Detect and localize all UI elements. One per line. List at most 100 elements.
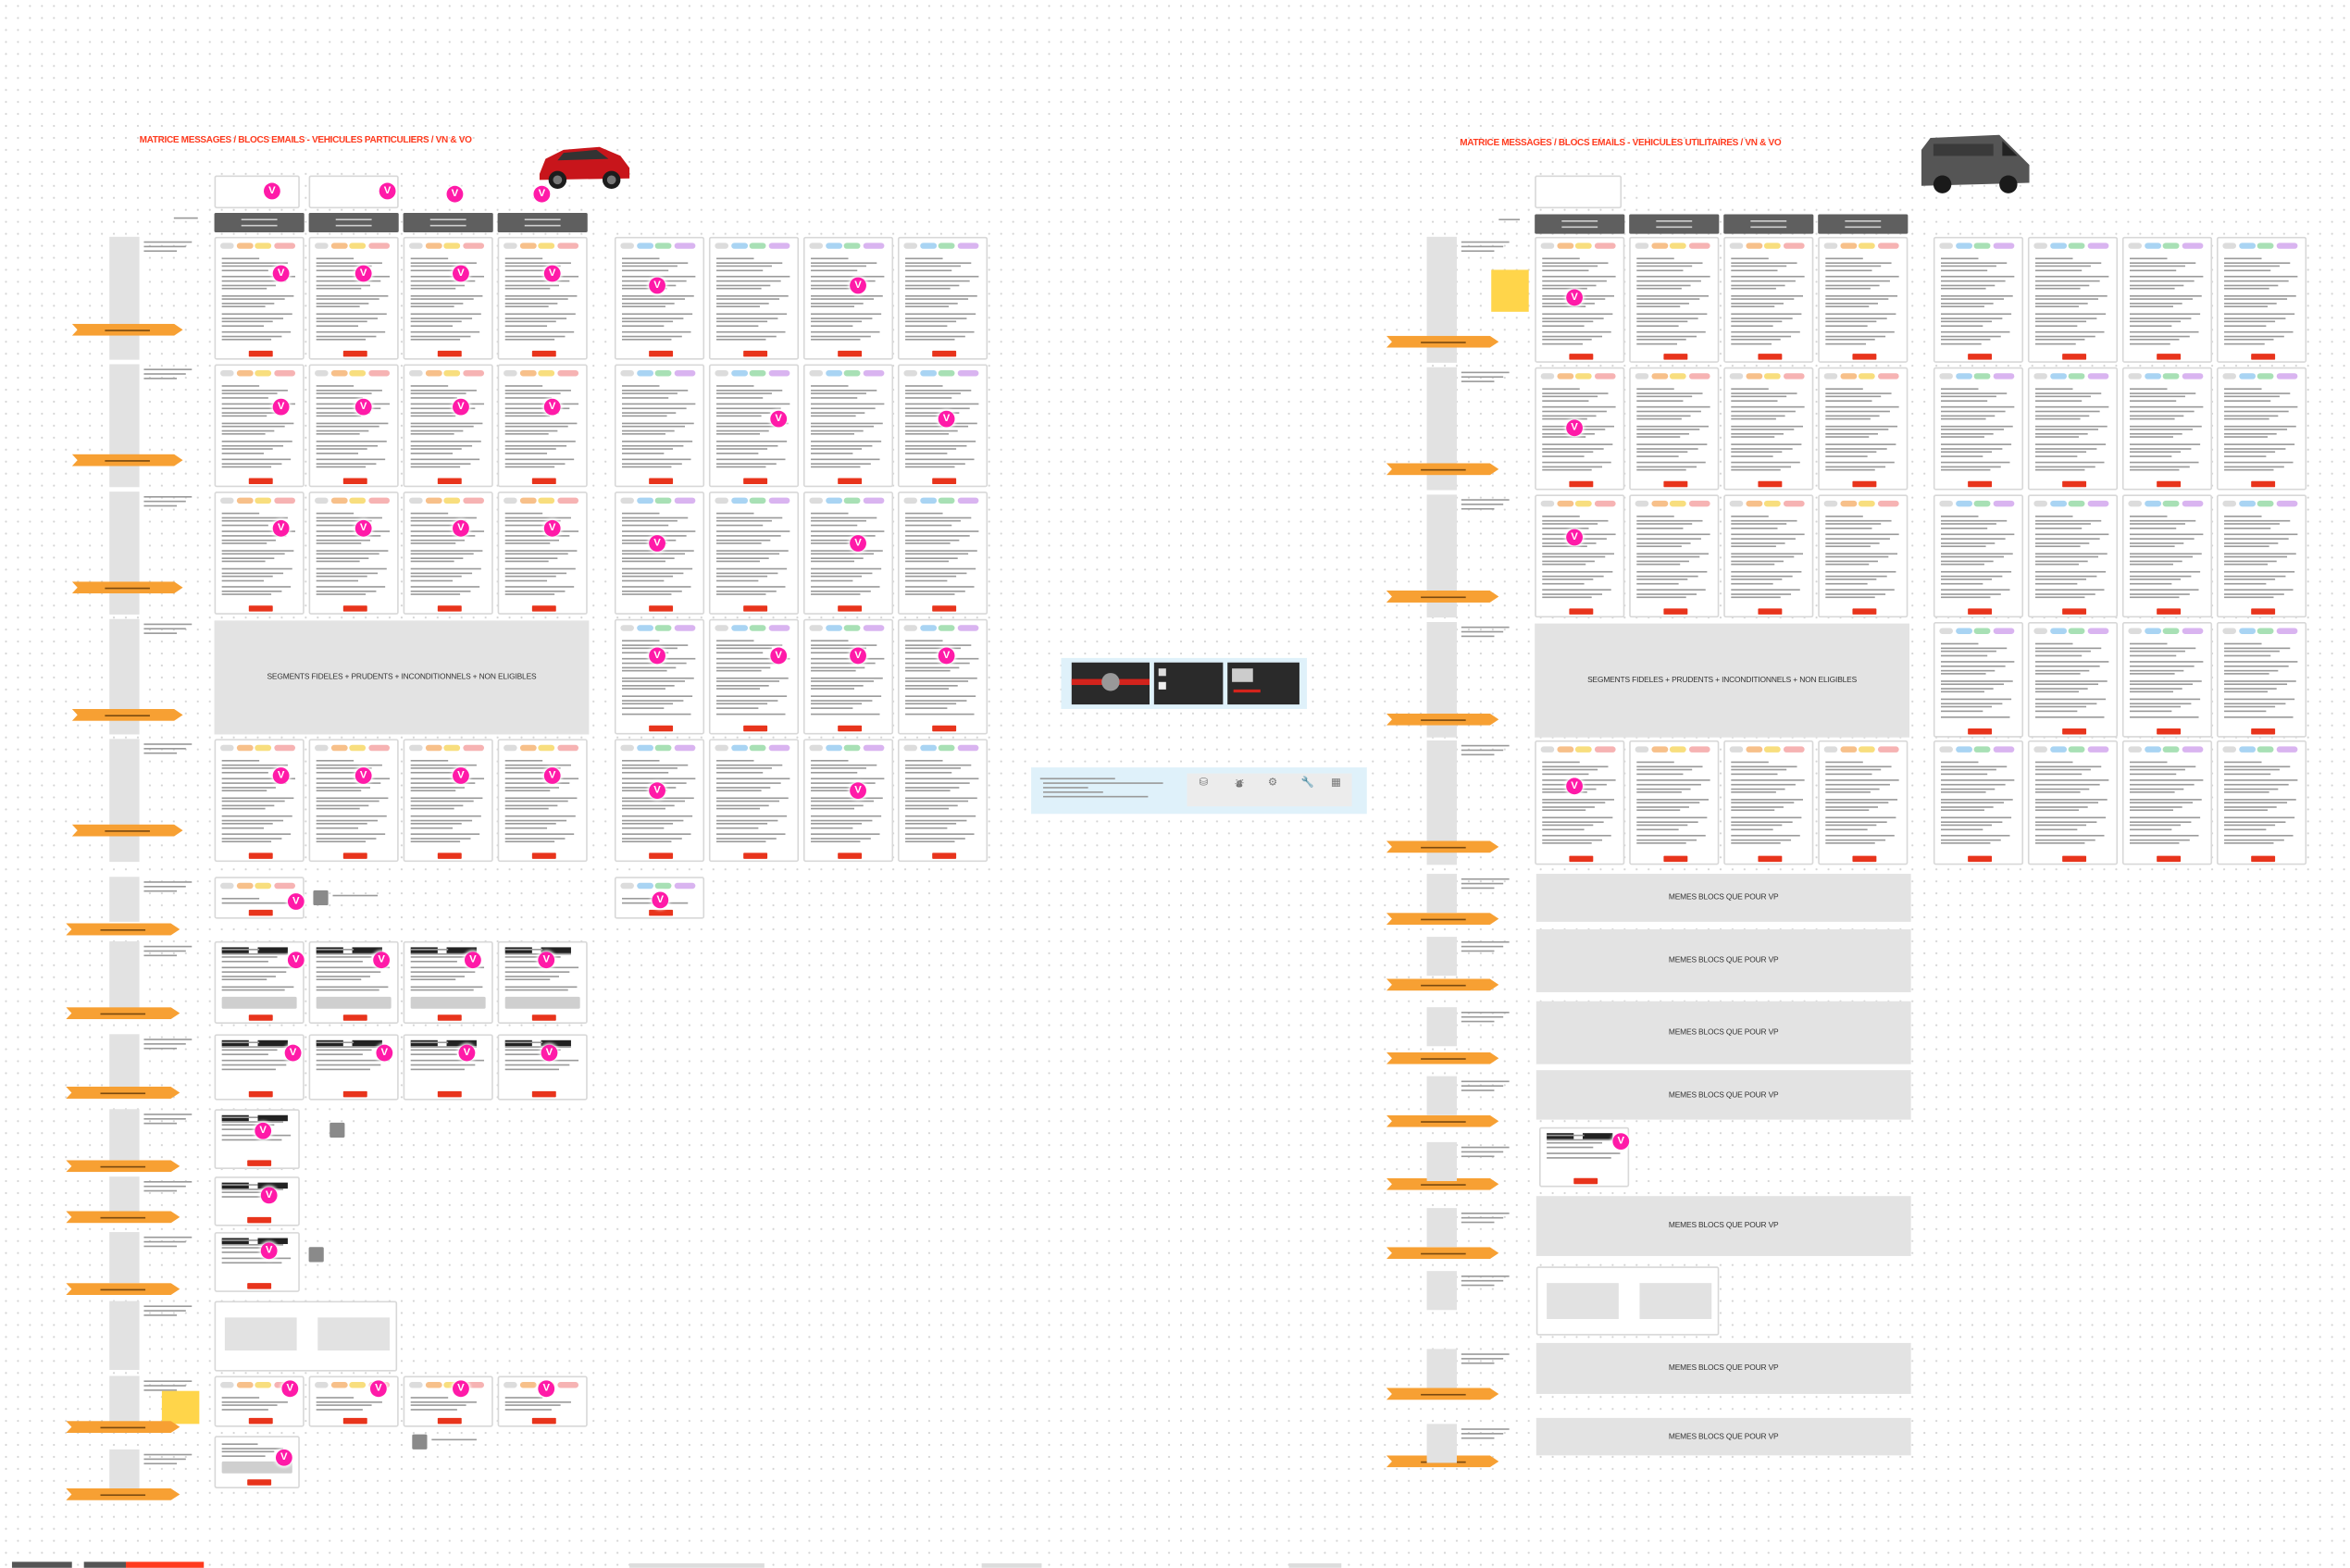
- cta-button[interactable]: [1663, 354, 1688, 359]
- email-block-card[interactable]: V: [614, 618, 705, 735]
- cta-button[interactable]: [1663, 608, 1688, 615]
- cta-button[interactable]: [342, 1417, 367, 1424]
- cta-button[interactable]: [531, 1417, 556, 1424]
- cta-button[interactable]: [1968, 728, 1993, 734]
- email-block-card[interactable]: V: [497, 1375, 588, 1427]
- email-block-card[interactable]: [1629, 494, 1720, 618]
- v-badge[interactable]: V: [354, 519, 372, 537]
- email-block-card[interactable]: [1629, 740, 1720, 865]
- cta-button[interactable]: [2157, 608, 2182, 615]
- email-block-card[interactable]: V: [614, 236, 705, 360]
- email-block-card[interactable]: [1933, 740, 2024, 865]
- v-badge[interactable]: V: [260, 1187, 278, 1204]
- cta-button[interactable]: [1852, 480, 1877, 487]
- cta-button[interactable]: [437, 478, 462, 484]
- v-badge[interactable]: V: [541, 1044, 558, 1062]
- cta-button[interactable]: [342, 478, 367, 484]
- email-block-card[interactable]: [708, 739, 800, 863]
- cta-button[interactable]: [2251, 728, 2276, 734]
- v-badge[interactable]: V: [538, 1380, 555, 1398]
- bottom-frame-tab[interactable]: [83, 1562, 127, 1568]
- cta-button[interactable]: [649, 478, 674, 484]
- email-block-card[interactable]: [1818, 740, 1909, 865]
- email-block-card[interactable]: V: [1539, 1126, 1630, 1188]
- email-block-card[interactable]: [1723, 494, 1814, 618]
- email-block-card[interactable]: V: [214, 739, 305, 863]
- email-block-card[interactable]: V: [403, 739, 493, 863]
- v-badge[interactable]: V: [354, 767, 372, 784]
- v-badge[interactable]: V: [770, 647, 788, 665]
- cta-button[interactable]: [246, 1479, 271, 1485]
- cta-button[interactable]: [2251, 354, 2276, 359]
- cta-button[interactable]: [1968, 608, 1993, 615]
- v-badge[interactable]: V: [850, 647, 866, 665]
- cta-button[interactable]: [743, 350, 768, 356]
- v-badge[interactable]: V: [369, 1380, 387, 1398]
- email-block-card[interactable]: [1629, 236, 1720, 363]
- cta-button[interactable]: [1758, 608, 1783, 615]
- cta-button[interactable]: [248, 1090, 273, 1097]
- v-badge[interactable]: V: [1612, 1133, 1630, 1151]
- cta-button[interactable]: [932, 725, 957, 731]
- email-block-card[interactable]: [1629, 367, 1720, 491]
- v-badge[interactable]: V: [260, 1242, 278, 1260]
- cta-button[interactable]: [248, 605, 273, 611]
- cta-button[interactable]: [437, 1417, 462, 1424]
- cta-button[interactable]: [437, 1014, 462, 1020]
- email-block-card[interactable]: [1818, 494, 1909, 618]
- email-block-card[interactable]: V: [214, 1436, 300, 1488]
- cta-button[interactable]: [743, 605, 768, 611]
- email-block-card[interactable]: V: [802, 618, 894, 735]
- email-block-card[interactable]: [1818, 367, 1909, 491]
- v-badge[interactable]: V: [272, 519, 290, 537]
- v-badge[interactable]: V: [453, 1380, 469, 1398]
- email-block-card[interactable]: V: [802, 739, 894, 863]
- cta-button[interactable]: [2251, 480, 2276, 487]
- email-block-card[interactable]: V: [403, 1375, 493, 1427]
- v-badge[interactable]: V: [938, 410, 955, 428]
- cta-button[interactable]: [1573, 1177, 1598, 1184]
- email-screenshot[interactable]: [1153, 662, 1224, 705]
- email-block-card[interactable]: [2027, 236, 2119, 363]
- email-block-card[interactable]: V: [497, 492, 588, 615]
- cta-button[interactable]: [248, 1417, 273, 1424]
- cta-button[interactable]: [2062, 354, 2087, 359]
- cta-button[interactable]: [743, 852, 768, 859]
- email-block-card[interactable]: [2121, 367, 2213, 491]
- cta-button[interactable]: [649, 725, 674, 731]
- bottom-frame-tab[interactable]: [629, 1562, 765, 1568]
- v-badge[interactable]: V: [453, 398, 469, 416]
- v-badge[interactable]: V: [543, 767, 561, 784]
- cta-button[interactable]: [531, 350, 556, 356]
- v-badge[interactable]: V: [850, 782, 866, 800]
- email-block-card[interactable]: V: [403, 364, 493, 488]
- v-badge[interactable]: V: [275, 1449, 292, 1466]
- v-badge[interactable]: V: [850, 535, 866, 552]
- email-block-card[interactable]: V: [497, 364, 588, 488]
- v-badge[interactable]: V: [373, 952, 391, 969]
- email-block-card[interactable]: V: [214, 940, 305, 1024]
- email-block-card[interactable]: V: [403, 236, 493, 360]
- email-block-card[interactable]: V: [214, 1109, 300, 1170]
- cta-button[interactable]: [743, 725, 768, 731]
- cta-button[interactable]: [838, 605, 863, 611]
- cta-button[interactable]: [437, 1090, 462, 1097]
- v-badge[interactable]: V: [272, 265, 290, 282]
- email-block-card[interactable]: [897, 739, 988, 863]
- v-badge[interactable]: V: [649, 535, 665, 552]
- email-block-card[interactable]: V: [802, 492, 894, 615]
- email-block-card[interactable]: V: [1535, 494, 1625, 618]
- cta-button[interactable]: [1663, 480, 1688, 487]
- cta-button[interactable]: [1663, 855, 1688, 862]
- cta-button[interactable]: [2157, 480, 2182, 487]
- cta-button[interactable]: [1758, 480, 1783, 487]
- cta-button[interactable]: [1968, 480, 1993, 487]
- cta-button[interactable]: [838, 350, 863, 356]
- email-block-card[interactable]: [614, 364, 705, 488]
- cta-button[interactable]: [246, 1216, 271, 1223]
- cta-button[interactable]: [2157, 855, 2182, 862]
- v-badge[interactable]: V: [281, 1380, 299, 1398]
- cta-button[interactable]: [1852, 354, 1877, 359]
- email-block-card[interactable]: V: [897, 364, 988, 488]
